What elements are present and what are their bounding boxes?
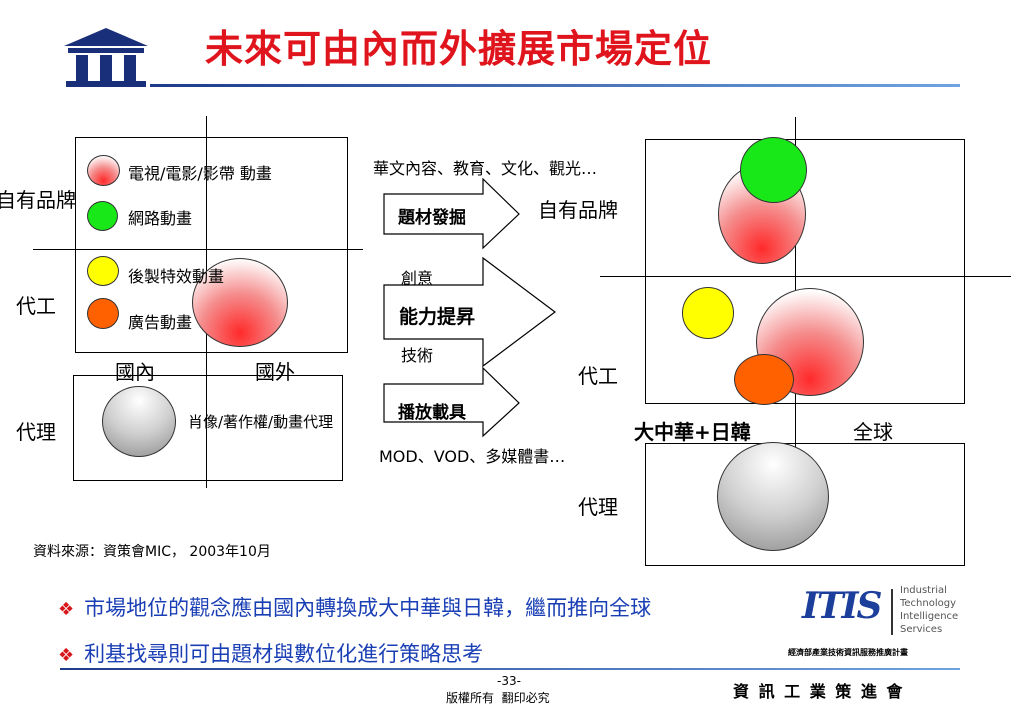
- itis-line-1: Industrial: [900, 585, 947, 596]
- org-name: 資 訊 工 業 策 進 會: [733, 682, 905, 701]
- itis-divider: [891, 589, 893, 635]
- source-note: 資料來源：資策會MIC， 2003年10月: [33, 544, 271, 560]
- slide-title: 未來可由內而外擴展市場定位: [205, 27, 713, 71]
- right-col-global: 全球: [853, 420, 893, 444]
- green-bubble: [87, 201, 118, 231]
- diamond-bullet-icon: ❖: [58, 645, 75, 666]
- right-row-own-brand: 自有品牌: [538, 198, 618, 222]
- itis-caption: 經濟部產業技術資訊服務推廣計畫: [788, 648, 908, 657]
- iii-logo: [62, 26, 150, 88]
- left-horizontal-axis: [33, 249, 363, 250]
- legend-label-vfx: 後製特效動畫: [128, 267, 225, 286]
- arrow-middle-label: 能力提昇: [399, 306, 476, 328]
- right-orange-bubble: [734, 354, 794, 405]
- right-row-agent: 代理: [578, 495, 618, 519]
- right-agent-box: [645, 443, 965, 566]
- legend-label-ad: 廣告動畫: [128, 313, 193, 332]
- agent-label: 肖像/著作權/動畫代理: [188, 413, 334, 431]
- page-number: -33-: [497, 674, 521, 688]
- itis-line-4: Services: [900, 624, 943, 635]
- itis-brand: ITIS: [802, 585, 882, 627]
- legend-label-tv: 電視/電影/影帶 動畫: [128, 164, 272, 183]
- title-rule: [150, 84, 960, 87]
- left-agent-box: [73, 375, 343, 481]
- itis-logo: ITIS Industrial Technology Intelligence …: [788, 585, 970, 665]
- right-quadrant-box: [645, 139, 965, 404]
- left-row-own-brand: 自有品牌: [0, 188, 76, 212]
- arrow-middle-below: 技術: [401, 346, 434, 365]
- red-large-bubble: [192, 258, 288, 347]
- arrow-bottom-label: 播放載具: [398, 403, 466, 423]
- yellow-bubble: [87, 256, 119, 286]
- arrow-middle-above: 創意: [401, 269, 434, 288]
- arrow-bottom-below: MOD、VOD、多媒體書…: [379, 447, 566, 466]
- bullet-1-text: 市場地位的觀念應由國內轉換成大中華與日韓，繼而推向全球: [84, 596, 652, 620]
- right-yellow-bubble: [682, 287, 734, 339]
- legend-label-web: 網路動畫: [128, 209, 193, 228]
- left-col-foreign: 國外: [255, 360, 295, 384]
- itis-line-2: Technology: [900, 598, 957, 609]
- right-col-greater-china: 大中華+日韓: [634, 420, 751, 444]
- diamond-bullet-icon: ❖: [58, 599, 75, 620]
- left-row-agent: 代理: [16, 420, 56, 444]
- copyright-note: 版權所有 翻印必究: [446, 691, 550, 705]
- footer-rule: [60, 668, 960, 670]
- left-row-oem: 代工: [16, 294, 56, 318]
- iii-logo-icon: [64, 28, 148, 87]
- bullet-2: ❖ 利基找尋則可由題材與數位化進行策略思考: [58, 638, 483, 668]
- left-quadrant-box: [75, 137, 348, 353]
- bullet-2-text: 利基找尋則可由題材與數位化進行策略思考: [84, 642, 484, 666]
- arrow-top-above: 華文內容、教育、文化、觀光…: [373, 159, 598, 178]
- left-col-domestic: 國內: [115, 360, 155, 384]
- arrow-top-shape: [383, 178, 520, 250]
- arrow-middle-shape: [383, 256, 556, 368]
- bullet-1: ❖ 市場地位的觀念應由國內轉換成大中華與日韓，繼而推向全球: [58, 592, 651, 622]
- right-row-oem: 代工: [578, 364, 618, 388]
- arrow-bottom-shape: [383, 366, 520, 438]
- red-bubble: [87, 155, 120, 186]
- arrow-top-label: 題材發掘: [398, 208, 466, 228]
- itis-line-3: Intelligence: [900, 611, 959, 622]
- right-gray-bubble: [717, 442, 829, 551]
- right-horizontal-axis: [600, 276, 1011, 277]
- orange-bubble: [87, 298, 119, 329]
- gray-bubble: [102, 386, 176, 457]
- right-green-bubble: [740, 137, 807, 203]
